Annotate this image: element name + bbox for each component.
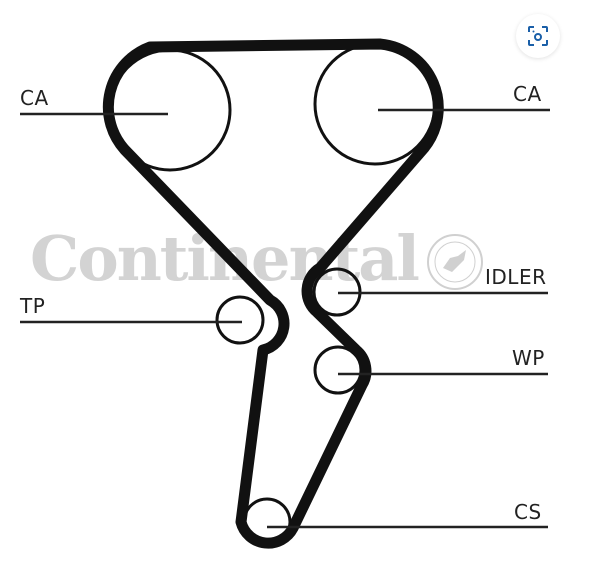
continental-emblem-icon xyxy=(427,234,483,290)
label-idler: IDLER xyxy=(485,265,547,289)
visual-search-icon xyxy=(528,26,548,46)
label-cs: CS xyxy=(514,500,542,524)
label-ca-left: CA xyxy=(20,86,49,110)
visual-search-button[interactable] xyxy=(516,14,560,58)
label-wp: WP xyxy=(512,346,545,370)
label-ca-right: CA xyxy=(513,82,542,106)
timing-belt xyxy=(102,38,444,549)
label-tp: TP xyxy=(20,294,46,318)
tensioner-pulley xyxy=(215,295,265,345)
